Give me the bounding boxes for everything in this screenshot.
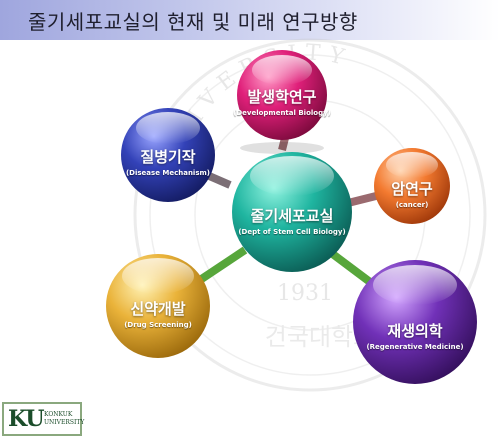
seal-year: 1931 xyxy=(277,281,333,306)
sphere-center xyxy=(232,152,352,272)
logo-mark: KU xyxy=(8,406,45,432)
node-en-drug: (Drug Screening) xyxy=(124,321,192,329)
sphere-developmental xyxy=(237,50,327,154)
node-label-regenerative: 재생의학 (Regenerative Medicine) xyxy=(355,320,475,351)
node-en-center: (Dept of Stem Cell Biology) xyxy=(238,228,346,236)
title-bar: 줄기세포교실의 현재 및 미래 연구방향 xyxy=(0,0,500,40)
node-en-regenerative: (Regenerative Medicine) xyxy=(366,343,464,351)
node-ko-regenerative: 재생의학 xyxy=(387,322,443,340)
connector-drug xyxy=(197,246,248,284)
sphere-disease xyxy=(121,108,215,202)
node-en-developmental: (Developmental Biology) xyxy=(233,109,331,117)
node-label-drug: 신약개발 (Drug Screening) xyxy=(108,298,208,329)
sphere-drug xyxy=(106,254,210,358)
node-en-cancer: (cancer) xyxy=(395,201,429,209)
node-ko-center: 줄기세포교실 xyxy=(250,207,334,225)
node-ko-developmental: 발생학연구 xyxy=(247,88,317,106)
node-ko-disease: 질병기작 xyxy=(140,148,196,166)
logo-line1: KONKUK xyxy=(44,411,73,418)
node-label-developmental: 발생학연구 (Developmental Biology) xyxy=(232,86,332,117)
logo-line2: UNIVERSITY xyxy=(44,419,85,426)
sphere-cancer xyxy=(374,148,450,224)
node-label-cancer: 암연구 (cancer) xyxy=(372,178,452,209)
connector-regenerative xyxy=(327,248,373,286)
sphere-regenerative xyxy=(353,260,477,384)
node-ko-cancer: 암연구 xyxy=(391,180,433,198)
slide-title: 줄기세포교실의 현재 및 미래 연구방향 xyxy=(28,10,358,34)
node-en-disease: (Disease Mechanism) xyxy=(125,169,210,177)
node-label-disease: 질병기작 (Disease Mechanism) xyxy=(118,146,218,177)
node-ko-drug: 신약개발 xyxy=(130,300,186,318)
node-label-center: 줄기세포교실 (Dept of Stem Cell Biology) xyxy=(232,205,352,236)
